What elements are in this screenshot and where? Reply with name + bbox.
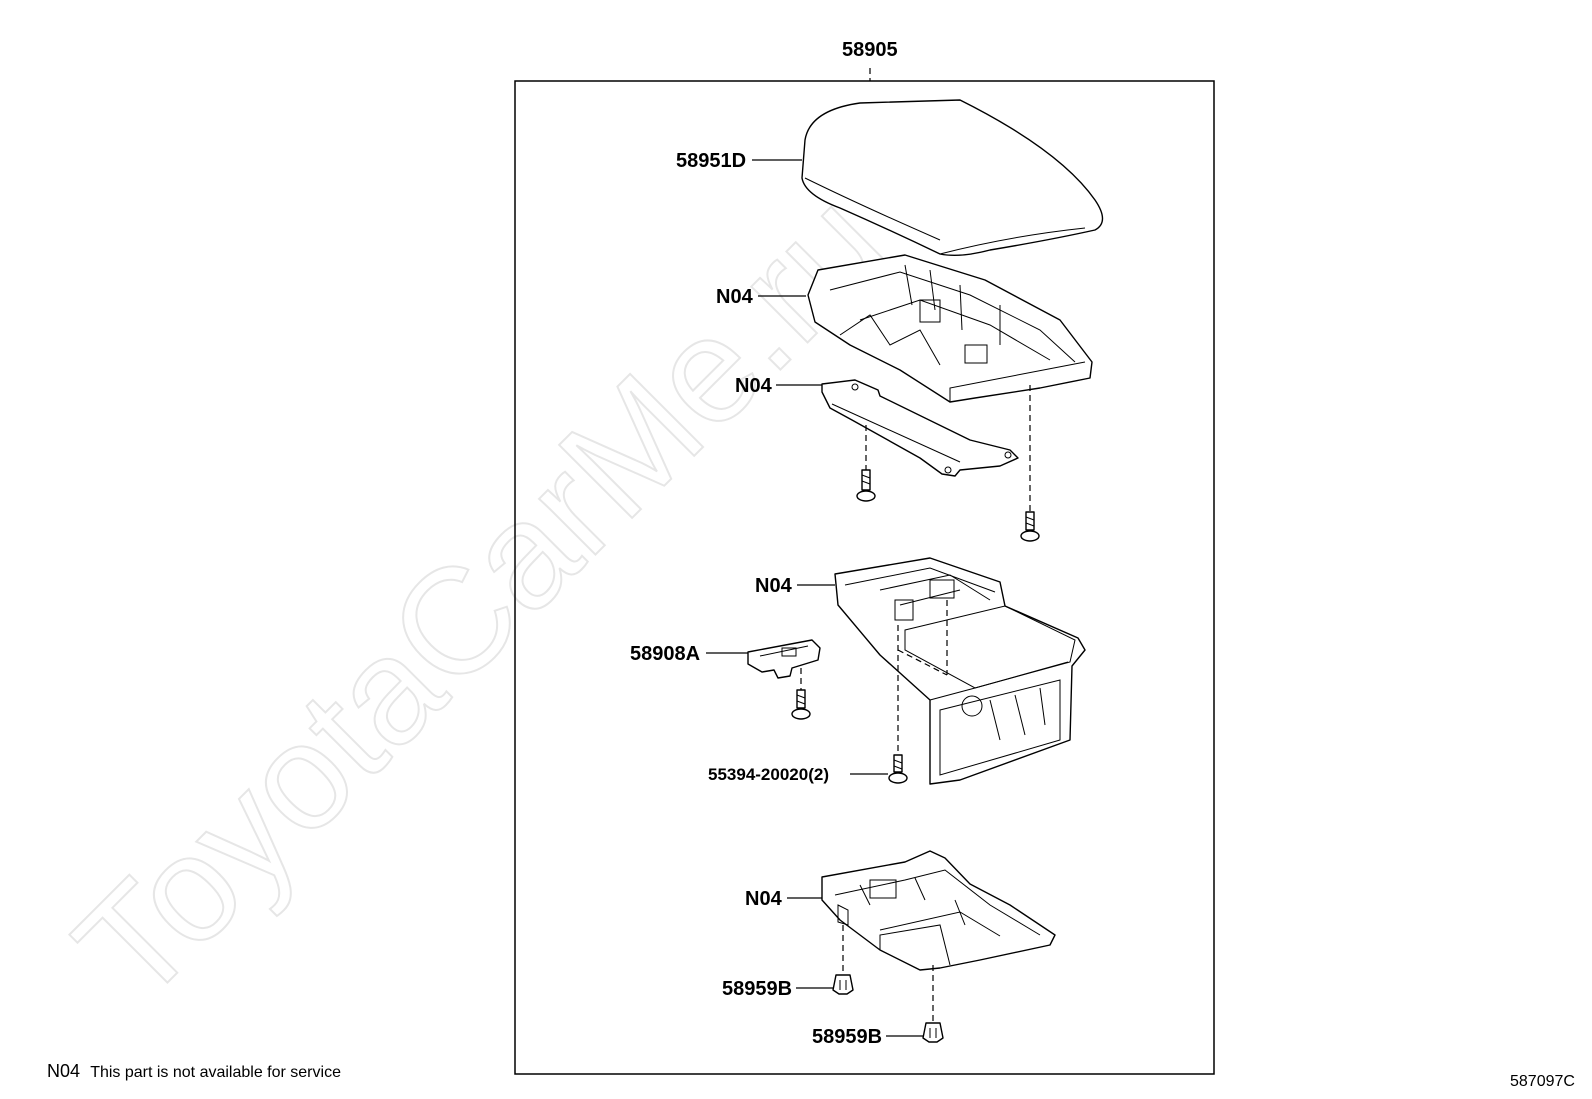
callout-lid[interactable]: N04	[716, 286, 754, 308]
screw-icon[interactable]	[888, 754, 908, 784]
screw-axis-5	[897, 649, 948, 676]
assembly-frame	[514, 80, 1215, 1075]
hinge-assembly-part[interactable]	[834, 557, 1086, 785]
callout-plate[interactable]: N04	[735, 375, 773, 397]
clip-icon[interactable]	[922, 1022, 944, 1043]
callout-bracket[interactable]: 58908A	[630, 643, 700, 665]
lid-inner-part[interactable]	[807, 254, 1093, 403]
hinge-plate-part[interactable]	[821, 379, 1019, 477]
screw-icon[interactable]	[856, 469, 876, 502]
footnote-code: N04	[47, 1061, 80, 1081]
callout-clip2[interactable]: 58959B	[812, 1026, 882, 1048]
footnote: N04 This part is not available for servi…	[47, 1061, 341, 1081]
callout-clip1[interactable]: 58959B	[722, 978, 792, 1000]
callout-base[interactable]: N04	[745, 888, 783, 910]
callout-hinge[interactable]: N04	[755, 575, 793, 597]
callout-cover[interactable]: 58951D	[676, 150, 746, 172]
clip-icon[interactable]	[832, 974, 854, 995]
armrest-cover-part[interactable]	[801, 99, 1104, 257]
screw-icon[interactable]	[791, 689, 811, 720]
footnote-text: This part is not available for service	[90, 1064, 341, 1081]
base-tray-part[interactable]	[821, 850, 1056, 971]
diagram-code: 587097C	[1510, 1073, 1575, 1090]
callout-screw[interactable]: 55394-20020(2)	[708, 765, 829, 784]
screw-icon[interactable]	[1020, 511, 1040, 542]
assembly-label[interactable]: 58905	[842, 39, 898, 61]
bracket-part[interactable]	[747, 639, 821, 679]
